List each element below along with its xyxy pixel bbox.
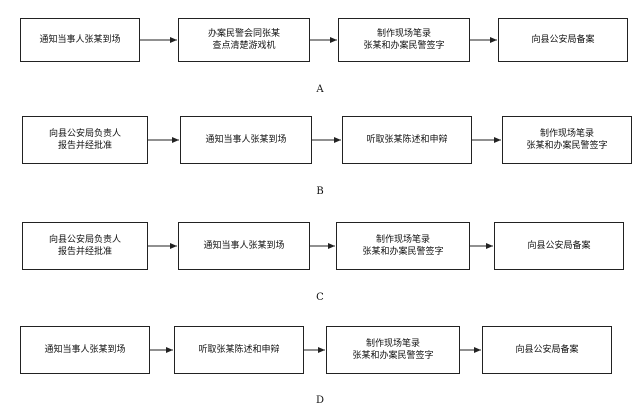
flow-step-text: 通知当事人张某到场 [39,35,121,45]
flow-step-box: 制作现场笔录张某和办案民警签字 [502,116,632,164]
flow-step-box: 制作现场笔录张某和办案民警签字 [326,326,460,374]
flow-step-text: 张某和办案民警签字 [352,351,434,361]
flow-step-text: 通知当事人张某到场 [203,241,285,251]
flow-step-box: 听取张某陈述和申辩 [342,116,472,164]
option-letter: D [315,395,325,406]
flow-step-text: 张某和办案民警签字 [363,41,445,51]
flow-step-box: 通知当事人张某到场 [20,326,150,374]
flow-step-box: 向县公安局负责人报告并经批准 [22,222,148,270]
flow-step-text: 听取张某陈述和申辩 [198,345,280,355]
flow-step-text: 报告并经批准 [57,247,112,257]
option-letter: A [316,84,324,95]
flow-step-text: 报告并经批准 [57,141,112,151]
flow-step-text: 向县公安局备案 [527,241,591,251]
flow-step-text: 通知当事人张某到场 [44,345,126,355]
flow-step-text: 张某和办案民警签字 [362,247,444,257]
flow-step-text: 通知当事人张某到场 [205,135,287,145]
flow-step-text: 听取张某陈述和申辩 [366,135,448,145]
flow-step-text: 向县公安局负责人 [48,129,121,139]
flow-step-text: 办案民警会同张某 [207,29,280,39]
flow-step-text: 向县公安局负责人 [48,235,121,245]
flow-step-box: 通知当事人张某到场 [180,116,312,164]
flow-step-text: 制作现场笔录 [375,235,430,245]
option-letter: C [316,292,324,303]
flow-step-text: 制作现场笔录 [539,129,594,139]
flow-step-box: 制作现场笔录张某和办案民警签字 [338,18,470,62]
flow-step-box: 向县公安局备案 [498,18,628,62]
flow-step-box: 向县公安局备案 [494,222,624,270]
flow-step-box: 办案民警会同张某查点清楚游戏机 [178,18,310,62]
flow-step-box: 向县公安局负责人报告并经批准 [22,116,148,164]
flow-step-text: 制作现场笔录 [376,29,431,39]
flow-step-text: 制作现场笔录 [365,339,420,349]
flow-step-box: 通知当事人张某到场 [20,18,140,62]
option-letter: B [316,186,324,197]
flow-step-box: 向县公安局备案 [482,326,612,374]
flow-step-box: 制作现场笔录张某和办案民警签字 [336,222,470,270]
flow-step-box: 通知当事人张某到场 [178,222,310,270]
flow-step-text: 张某和办案民警签字 [526,141,608,151]
flow-step-text: 向县公安局备案 [515,345,579,355]
flow-step-box: 听取张某陈述和申辩 [174,326,304,374]
flow-step-text: 查点清楚游戏机 [212,41,276,51]
flow-step-text: 向县公安局备案 [531,35,595,45]
